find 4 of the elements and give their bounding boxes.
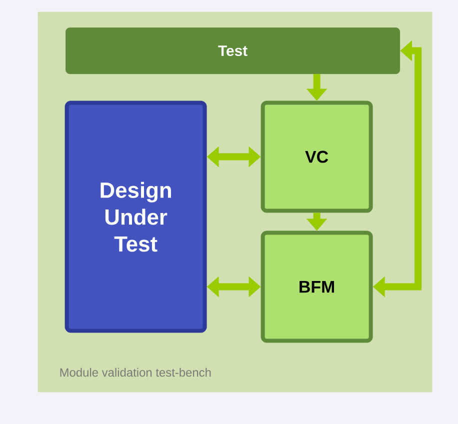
bfm-box: BFM [260, 230, 373, 343]
vc-box: VC [260, 100, 373, 213]
test-bar: Test [66, 28, 400, 74]
dut-box: Design Under Test [64, 100, 207, 333]
